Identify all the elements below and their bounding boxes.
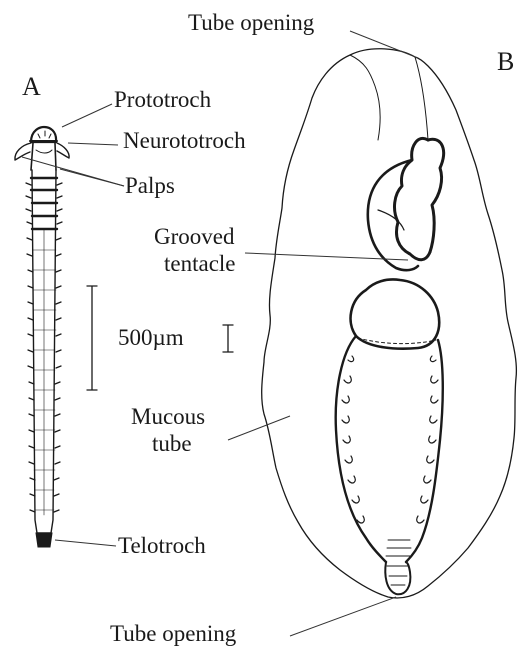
grooved-tentacle-label-line2: tentacle [164,251,236,276]
label-leaders [22,31,418,636]
panel-b-label: B [497,47,514,76]
scale-bar-label: 500µm [118,325,184,350]
grooved-tentacle-label-line1: Grooved [154,224,235,249]
prototroch-label: Prototroch [114,87,212,112]
neurotroch-label: Neurototroch [123,128,246,153]
mucous-tube-label-line2: tube [152,431,192,456]
tube-opening-top-label: Tube opening [188,10,315,35]
tube-opening-bottom-label: Tube opening [110,621,237,646]
mucous-tube-drawing-b [262,49,517,598]
palps-label: Palps [125,173,175,198]
larva-drawing-a [15,127,69,547]
mucous-tube-outline [262,49,517,598]
telotroch-label: Telotroch [118,533,206,558]
mucous-tube-label-line1: Mucous [131,404,205,429]
panel-a-label: A [22,72,41,101]
